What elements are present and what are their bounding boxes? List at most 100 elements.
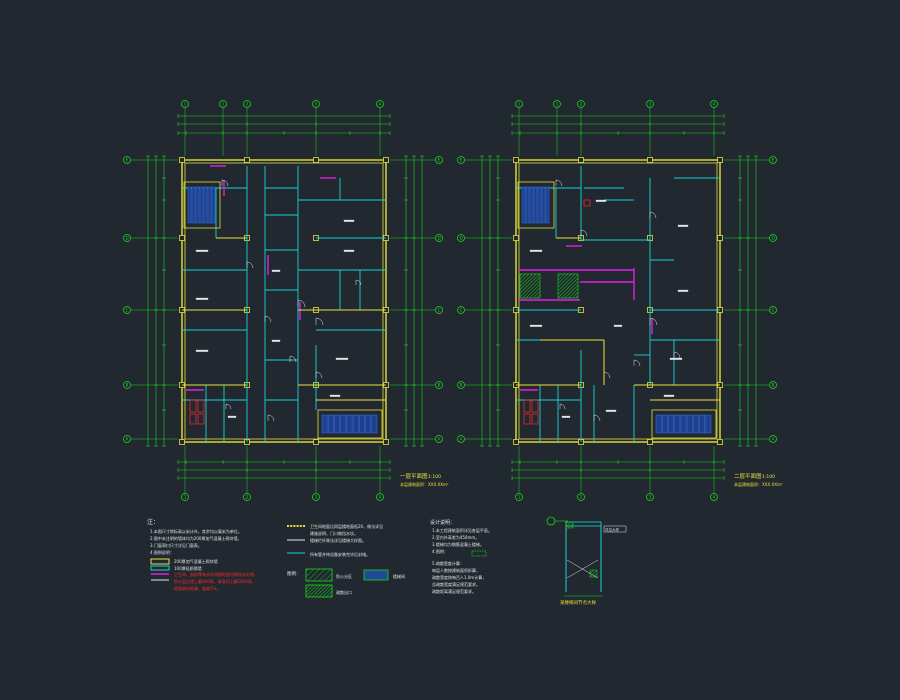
notes-block: 注： 1.本图尺寸除标高以米计外，其余均以毫米为单位。 2.图中未注明的墙体均为… bbox=[147, 518, 405, 598]
design-note-line: 2.室内外高差为450mm。 bbox=[432, 534, 479, 540]
axis-bubble bbox=[243, 100, 251, 108]
axis-label: 2 bbox=[580, 495, 583, 500]
axis-label: 4 bbox=[713, 495, 716, 500]
stair-tread bbox=[680, 414, 687, 434]
axis-label: 2 bbox=[580, 102, 583, 107]
plan-scale: 1:100 bbox=[762, 474, 775, 480]
mid-note-line: 楼梯栏杆做法详见楼梯大样图。 bbox=[310, 537, 366, 543]
door-swing bbox=[267, 414, 275, 422]
axis-label: 4 bbox=[379, 495, 382, 500]
room-label-mark bbox=[271, 339, 281, 342]
room-label-mark bbox=[605, 409, 617, 412]
stair-tread bbox=[668, 414, 674, 434]
axis-bubble bbox=[457, 435, 465, 443]
detail-column bbox=[589, 569, 598, 578]
stair-tread bbox=[699, 414, 706, 434]
axis-bubble bbox=[435, 306, 443, 314]
axis-bubble bbox=[457, 234, 465, 242]
room-label-mark bbox=[669, 357, 683, 360]
plan-area: 本层建筑面积：XXX.XXm² bbox=[734, 481, 783, 487]
axis-bubble bbox=[457, 156, 465, 164]
stair-enclosure bbox=[517, 181, 555, 229]
legend-label: 200厚加气混凝土砌块墙 bbox=[174, 558, 218, 564]
legend-label: 100厚轻质隔墙 bbox=[174, 565, 202, 571]
detail-diagonal bbox=[566, 559, 599, 579]
fixture bbox=[197, 413, 205, 425]
door-swing bbox=[225, 403, 232, 410]
door-swing bbox=[555, 179, 563, 187]
axis-label: B bbox=[438, 383, 441, 388]
axis-label: E bbox=[126, 158, 129, 163]
structural-column bbox=[179, 439, 185, 445]
stair-tread bbox=[195, 186, 200, 224]
plan-title: 一层平面图 bbox=[400, 472, 428, 480]
room-label-mark bbox=[561, 415, 571, 418]
door-swing bbox=[297, 299, 306, 308]
stair-enclosure bbox=[183, 181, 221, 229]
structural-column bbox=[647, 439, 653, 445]
stair-treads bbox=[655, 414, 712, 434]
axis-bubble bbox=[577, 493, 585, 501]
room-label-mark bbox=[613, 324, 623, 327]
structural-column bbox=[647, 157, 653, 163]
door-swing bbox=[673, 351, 681, 359]
axis-label: B bbox=[460, 383, 463, 388]
axis-label: 4 bbox=[379, 102, 382, 107]
stair-tread bbox=[199, 186, 204, 224]
stair-tread bbox=[537, 186, 542, 224]
fixture bbox=[583, 199, 591, 207]
stair-tread bbox=[352, 414, 359, 434]
red-note-line: 卫生间、厨房等有水房间楼地面均做防水处理， bbox=[174, 571, 258, 577]
axis-bubble bbox=[376, 493, 384, 501]
design-note-line: 每层人数按建筑面积折算， bbox=[432, 567, 480, 573]
axis-bubble bbox=[515, 100, 523, 108]
axis-label: C bbox=[438, 308, 441, 313]
design-note-line: 疏散距离满足规范要求。 bbox=[432, 588, 476, 594]
design-note-line: 总疏散宽度满足规范要求。 bbox=[432, 581, 480, 587]
notes-line: 2.图中未注明的墙体均为200厚加气混凝土砌块墙。 bbox=[150, 535, 241, 541]
legend-solid-label: 楼梯间 bbox=[393, 573, 405, 579]
structural-column bbox=[244, 157, 250, 163]
axis-label: 1 bbox=[518, 102, 521, 107]
stair-tread bbox=[321, 414, 328, 434]
fixture bbox=[531, 413, 539, 425]
mid-note-line: 建施说明，门口做挡水坎。 bbox=[310, 530, 358, 536]
axis-bubble bbox=[457, 381, 465, 389]
axis-bubble bbox=[312, 493, 320, 501]
axis-label: D bbox=[126, 236, 129, 241]
legend-swatch-cyan bbox=[150, 565, 170, 571]
axis-bubble bbox=[577, 100, 585, 108]
stair-tread bbox=[187, 186, 192, 224]
door-swing bbox=[633, 359, 641, 367]
legend-swatch-yellow bbox=[150, 558, 170, 565]
exterior-wall-inner bbox=[184, 162, 384, 440]
room-label-mark bbox=[529, 249, 543, 252]
detail-tag-box bbox=[603, 525, 627, 533]
axis-bubble bbox=[710, 100, 718, 108]
axis-bubble bbox=[435, 435, 443, 443]
axis-bubble bbox=[181, 493, 189, 501]
notes-line: 4.图例说明： bbox=[150, 549, 174, 555]
legend-hatch-c bbox=[305, 584, 333, 598]
structural-column bbox=[513, 439, 519, 445]
structural-column bbox=[179, 157, 185, 163]
stair-tread bbox=[359, 414, 365, 434]
detail-title: 某楼梯间节点大样 bbox=[560, 599, 596, 606]
fixture bbox=[523, 413, 531, 425]
design-legend-swatch bbox=[471, 550, 487, 557]
plan-area: 本层建筑面积：XXX.XXm² bbox=[400, 481, 449, 487]
stair-tread bbox=[334, 414, 340, 434]
room-label-mark bbox=[195, 297, 209, 300]
axis-bubble bbox=[219, 100, 227, 108]
exterior-wall bbox=[181, 159, 387, 443]
door-swing bbox=[315, 371, 323, 379]
door-swing bbox=[559, 403, 566, 410]
structural-column bbox=[717, 157, 723, 163]
room-label-mark bbox=[595, 199, 607, 202]
axis-label: 3 bbox=[649, 495, 652, 500]
structural-column bbox=[578, 157, 584, 163]
